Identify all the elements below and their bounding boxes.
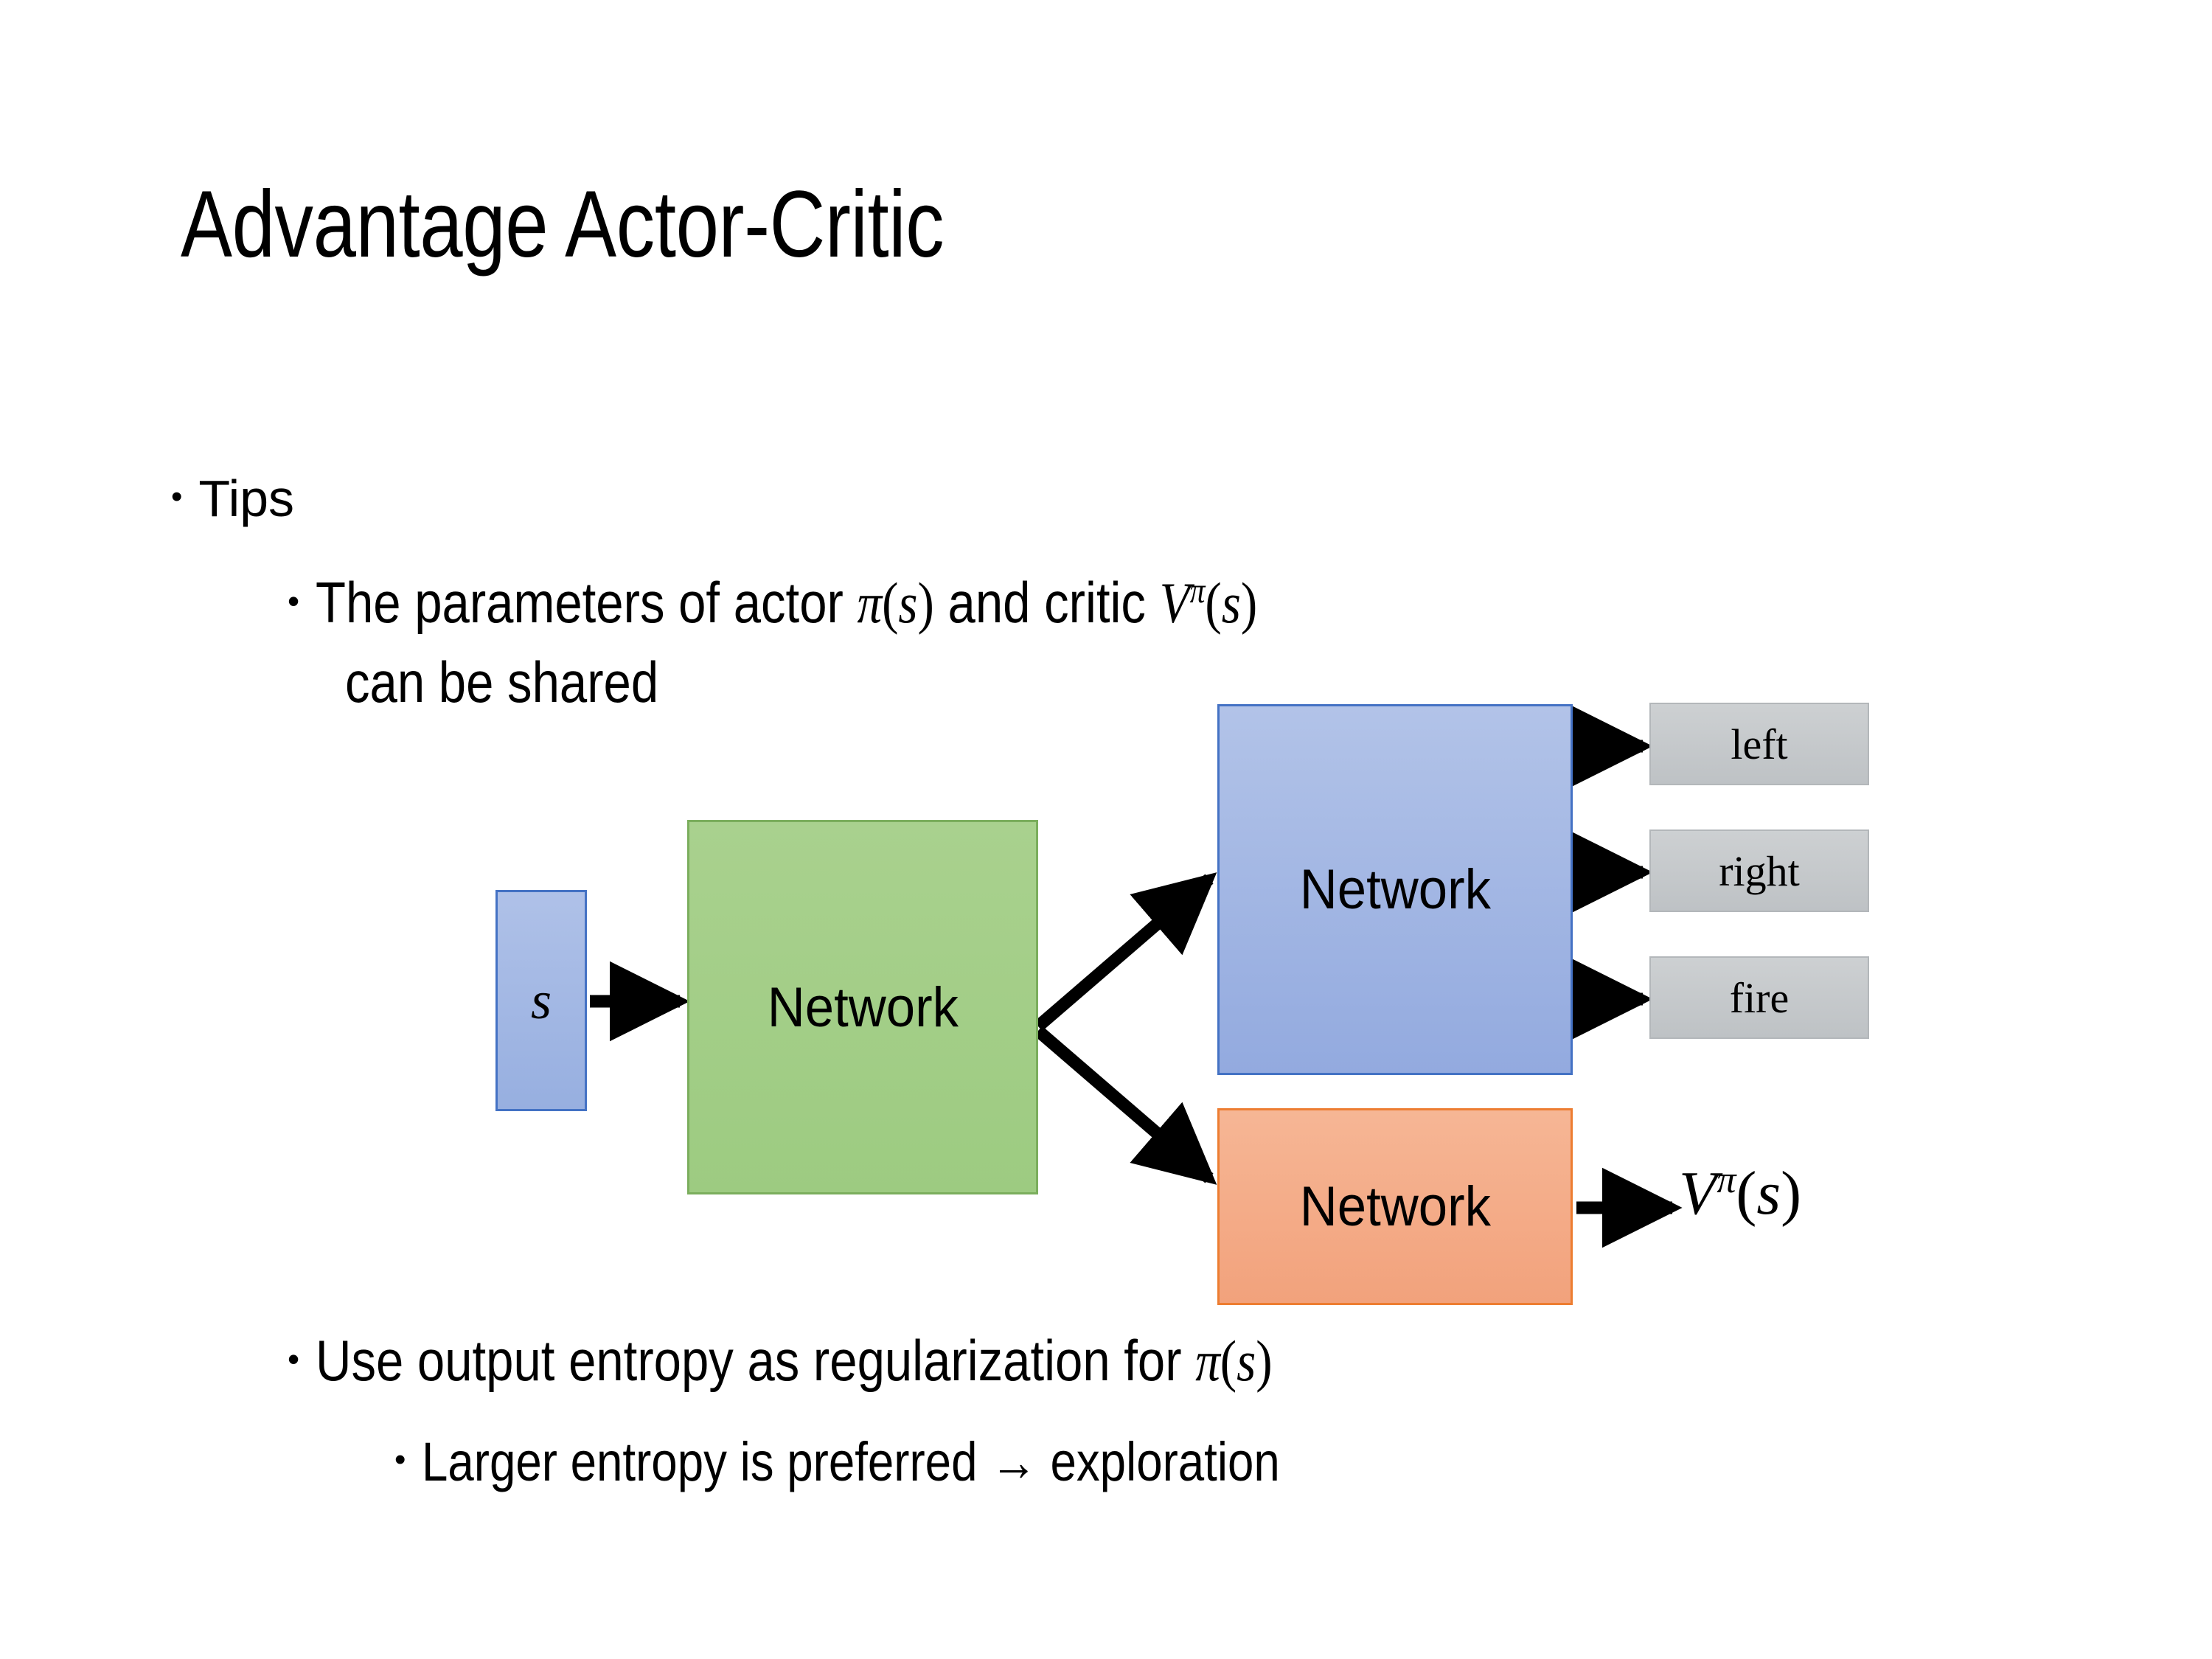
critic-network-label: Network: [1299, 1175, 1491, 1238]
action-label-fire: fire: [1729, 973, 1790, 1022]
bullet-marker: •: [288, 1340, 300, 1378]
actor-network-label: Network: [1299, 858, 1491, 921]
bullet-marker: •: [288, 582, 300, 620]
bullet-entropy-regularization: • Use output entropy as regularization f…: [288, 1327, 1428, 1394]
value-function-output-label: Vπ(s): [1679, 1159, 1802, 1228]
bullet-entropy-text: Use output entropy as regularization for…: [316, 1327, 1428, 1394]
shared-network-label: Network: [767, 975, 959, 1039]
action-label-left: left: [1731, 720, 1788, 768]
action-box-left[interactable]: left: [1649, 703, 1869, 785]
bullet-larger-entropy: • Larger entropy is preferred → explorat…: [394, 1430, 1420, 1493]
actor-network-box[interactable]: Network: [1217, 704, 1573, 1075]
bullet-marker: •: [394, 1441, 406, 1478]
state-label: s: [530, 970, 552, 1030]
action-label-right: right: [1719, 846, 1800, 895]
state-input-box[interactable]: s: [495, 890, 587, 1111]
bullet-shared-parameters: • The parameters of actor π(s) and criti…: [288, 569, 1411, 636]
bullet-tips-label: Tips: [198, 470, 295, 527]
page-title: Advantage Actor-Critic: [181, 172, 945, 277]
arrow-shared-to-actor: [1034, 872, 1217, 1032]
math-pi-of-s: π(s): [1195, 1329, 1273, 1393]
bullet-shared-text: The parameters of actor π(s) and critic …: [316, 569, 1411, 636]
bullet-larger-label: Larger entropy is preferred → exploratio…: [422, 1431, 1281, 1492]
action-box-right[interactable]: right: [1649, 830, 1869, 912]
arrow-shared-to-critic: [1034, 1026, 1217, 1185]
bullet-shared-mid: and critic: [933, 570, 1160, 635]
bullet-shared-prefix: The parameters of actor: [316, 570, 858, 635]
bullet-entropy-prefix: Use output entropy as regularization for: [316, 1328, 1196, 1393]
bullet-marker: •: [171, 479, 183, 515]
bullet-tips: • Tips: [171, 469, 294, 528]
shared-network-box[interactable]: Network: [687, 820, 1038, 1194]
action-box-fire[interactable]: fire: [1649, 956, 1869, 1039]
math-v-pi-of-s: Vπ(s): [1159, 571, 1258, 635]
math-pi-of-s: π(s): [857, 571, 934, 635]
critic-network-box[interactable]: Network: [1217, 1108, 1573, 1305]
bullet-shared-line2: can be shared: [345, 650, 659, 714]
